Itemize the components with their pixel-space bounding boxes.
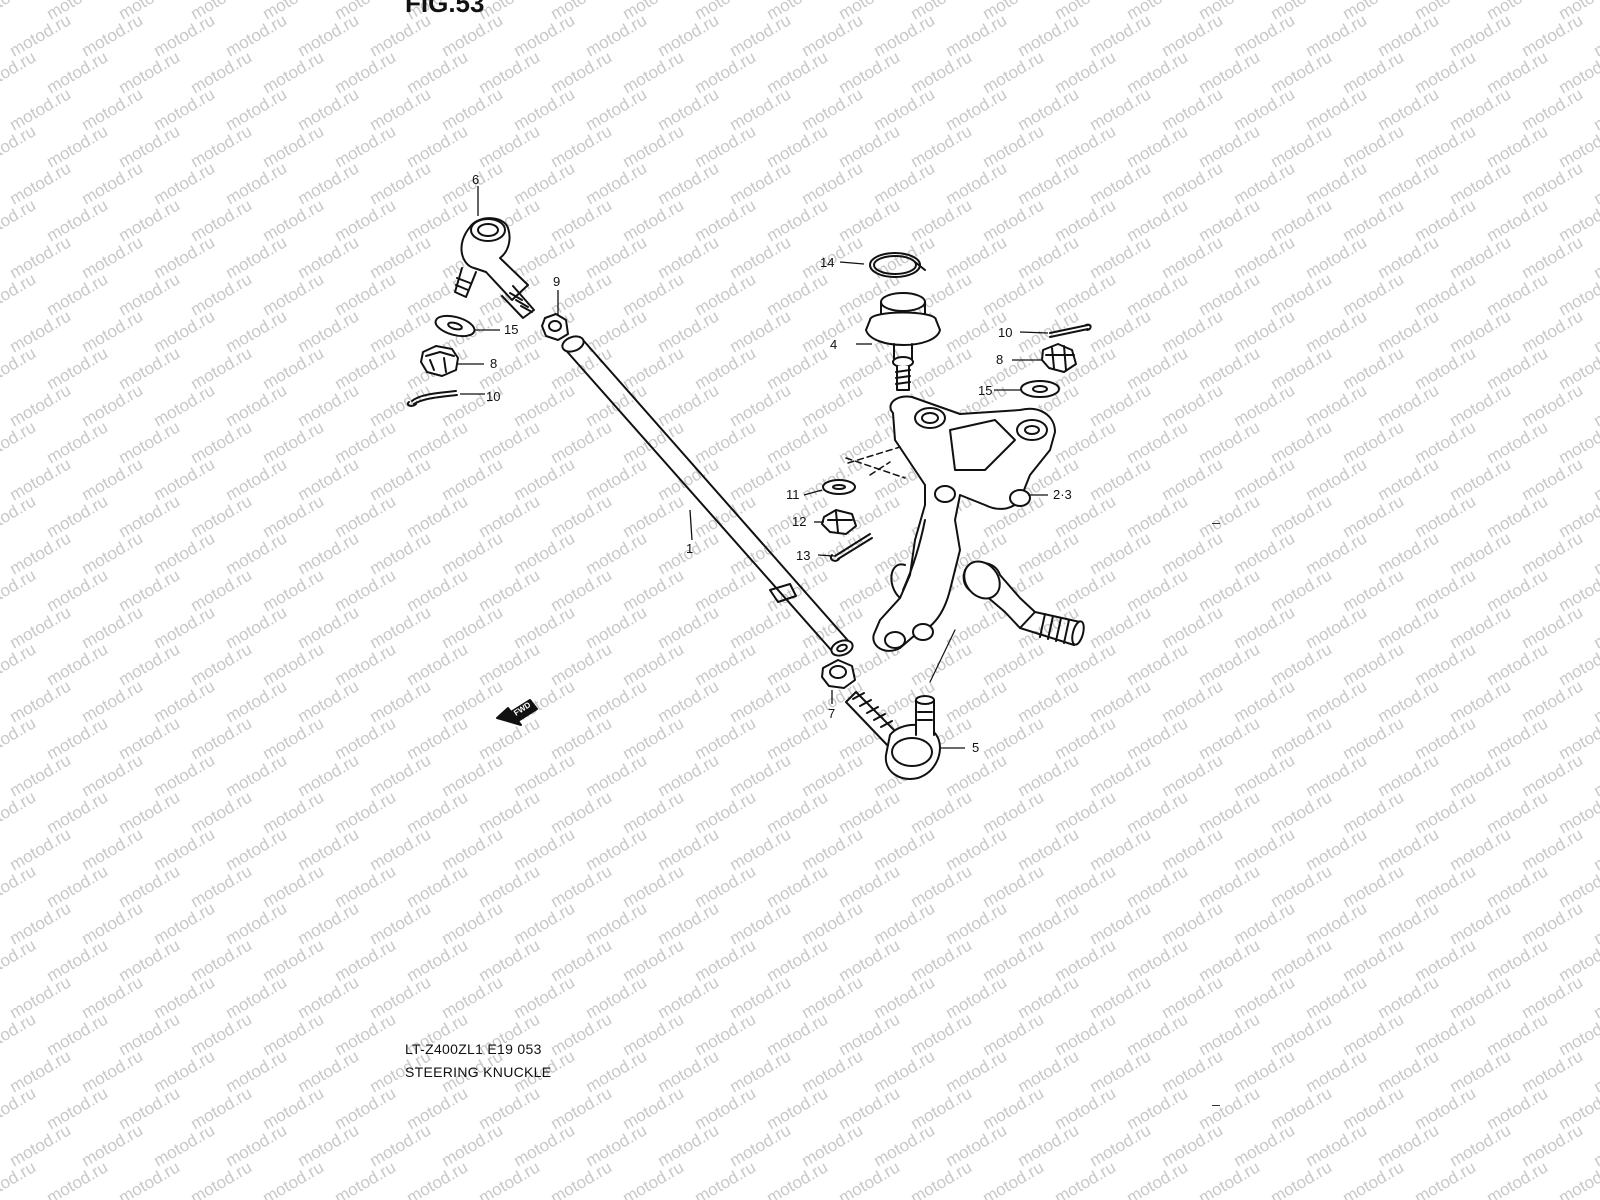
model-code: LT-Z400ZL1 E19 053 bbox=[405, 1041, 542, 1057]
callout-13: 13 bbox=[796, 548, 810, 563]
tie-rod-end-left bbox=[454, 217, 535, 319]
callout-10-left: 10 bbox=[486, 389, 500, 404]
lock-nut-lower bbox=[821, 659, 856, 689]
washer-right bbox=[1020, 380, 1060, 398]
callout-4: 4 bbox=[830, 337, 837, 352]
circlip bbox=[869, 252, 926, 278]
figure-title: FIG.53 bbox=[405, 0, 485, 18]
callout-6: 6 bbox=[472, 172, 479, 187]
washer-left bbox=[434, 314, 476, 338]
callout-11: 11 bbox=[786, 487, 800, 502]
knuckle-leader bbox=[929, 629, 956, 683]
ball-joint bbox=[865, 292, 941, 391]
cotter-pin-right bbox=[1049, 323, 1092, 338]
cotter-pin-left bbox=[406, 390, 458, 407]
diagram-title: STEERING KNUCKLE bbox=[405, 1064, 552, 1080]
knuckle-body bbox=[872, 395, 1085, 652]
tie-rod-end-right bbox=[845, 691, 941, 780]
castle-nut-right bbox=[1041, 343, 1077, 373]
callout-5: 5 bbox=[972, 740, 979, 755]
callout-9: 9 bbox=[553, 274, 560, 289]
callout-15-left: 15 bbox=[504, 322, 518, 337]
callout-8-right: 8 bbox=[996, 352, 1003, 367]
castle-nut-knuckle bbox=[821, 509, 857, 535]
callout-2-3: 2·3 bbox=[1053, 487, 1072, 502]
washer-knuckle bbox=[822, 479, 856, 495]
fwd-arrow-icon bbox=[496, 699, 538, 726]
callout-12: 12 bbox=[792, 514, 806, 529]
callout-15-right: 15 bbox=[978, 383, 992, 398]
callout-1: 1 bbox=[686, 541, 693, 556]
callout-8-left: 8 bbox=[490, 356, 497, 371]
lock-nut-upper bbox=[541, 313, 569, 341]
callout-14: 14 bbox=[820, 255, 834, 270]
tie-rod-tube bbox=[561, 335, 854, 657]
cotter-pin-knuckle bbox=[829, 533, 873, 562]
callout-10-right: 10 bbox=[998, 325, 1012, 340]
callout-7: 7 bbox=[828, 706, 835, 721]
castle-nut-left bbox=[420, 345, 459, 377]
